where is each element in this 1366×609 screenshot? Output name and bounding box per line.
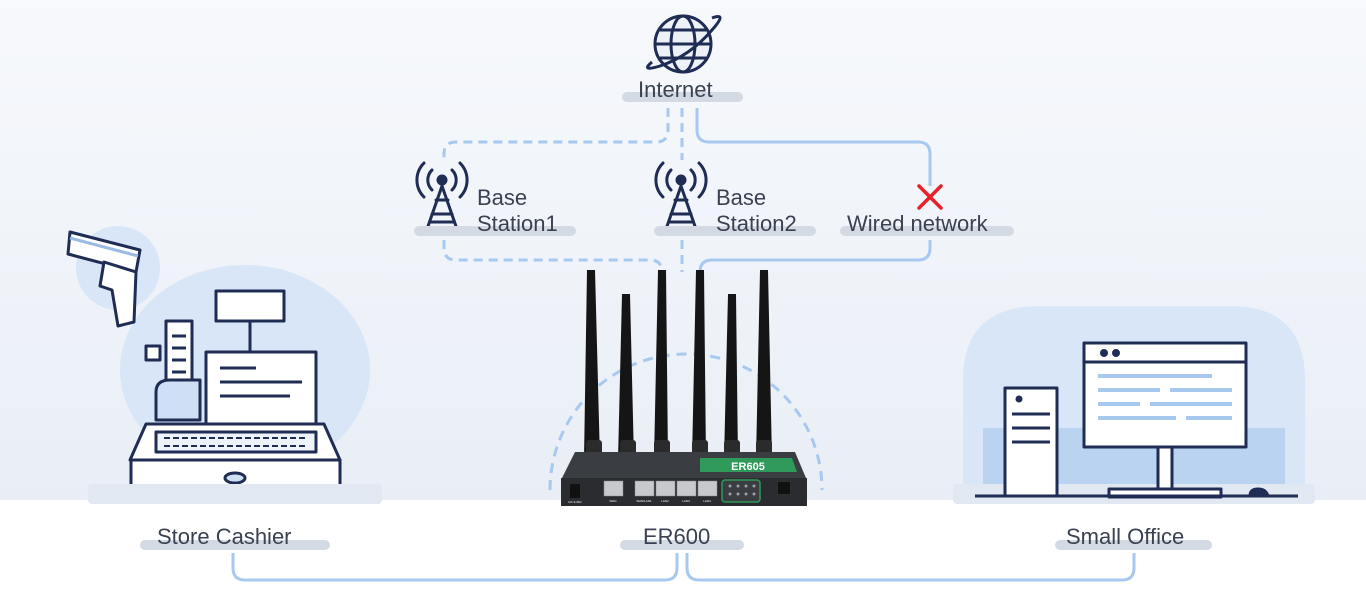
base-station1-label-line1: Base [477, 185, 528, 210]
antenna [618, 294, 634, 460]
label-band [620, 540, 744, 550]
label-band [140, 540, 330, 550]
connection-lines [231, 108, 1136, 582]
small-office-label: Small Office [1066, 524, 1185, 549]
antenna [692, 270, 706, 460]
router-label: ER600 [643, 524, 711, 549]
link-base-station1-router [442, 240, 664, 282]
tower-icon [415, 161, 469, 234]
label-band [1055, 540, 1212, 550]
svg-text:WAN: WAN [610, 499, 617, 503]
svg-text:DC 9-36V: DC 9-36V [568, 500, 581, 504]
antenna [724, 294, 738, 460]
label-band [622, 92, 743, 102]
label-band [414, 226, 576, 236]
svg-text:WAN/LAN1: WAN/LAN1 [636, 499, 652, 503]
wifi-coverage-dome [548, 352, 824, 491]
ethernet-port [634, 480, 655, 497]
ethernet-port [655, 480, 676, 497]
svg-text:LAN4: LAN4 [703, 499, 711, 503]
internet-label: Internet [638, 77, 713, 102]
router-icon: ER605 DC 9-36V WAN WAN/LAN1 LAN2 LAN3 LA… [561, 270, 807, 506]
globe-icon [646, 14, 722, 74]
link-wired-router [698, 240, 932, 282]
link-internet-base-station1 [442, 108, 670, 160]
label-band [840, 226, 1014, 236]
antenna [654, 270, 668, 460]
tower-icon [654, 161, 708, 234]
brand-strip [700, 458, 797, 472]
led-panel [721, 479, 761, 503]
ethernet-port [697, 480, 718, 497]
link-internet-wired [695, 108, 932, 186]
ethernet-port [603, 480, 624, 497]
cashier-shadow [88, 484, 382, 504]
x-icon [917, 184, 943, 210]
base-station2-label-line2: Station2 [716, 211, 797, 236]
antenna [584, 270, 600, 460]
scanner-icon [66, 230, 142, 328]
label-band [654, 226, 816, 236]
svg-text:LAN3: LAN3 [682, 499, 690, 503]
store-cashier-label: Store Cashier [157, 524, 292, 549]
wired-network-label: Wired network [847, 211, 988, 236]
small-office-illustration [953, 306, 1315, 504]
antenna [756, 270, 772, 460]
svg-text:LAN2: LAN2 [661, 499, 669, 503]
computer-icon [1003, 341, 1270, 499]
sim-slot [778, 482, 790, 494]
store-cashier-illustration [66, 226, 370, 498]
ethernet-port [676, 480, 697, 497]
link-router-store-cashier [231, 553, 679, 582]
base-station2-label-line1: Base [716, 185, 767, 210]
base-station1-label-line2: Station1 [477, 211, 558, 236]
router-brand: ER605 [731, 461, 765, 473]
link-router-small-office [685, 553, 1136, 582]
power-port [570, 484, 580, 498]
